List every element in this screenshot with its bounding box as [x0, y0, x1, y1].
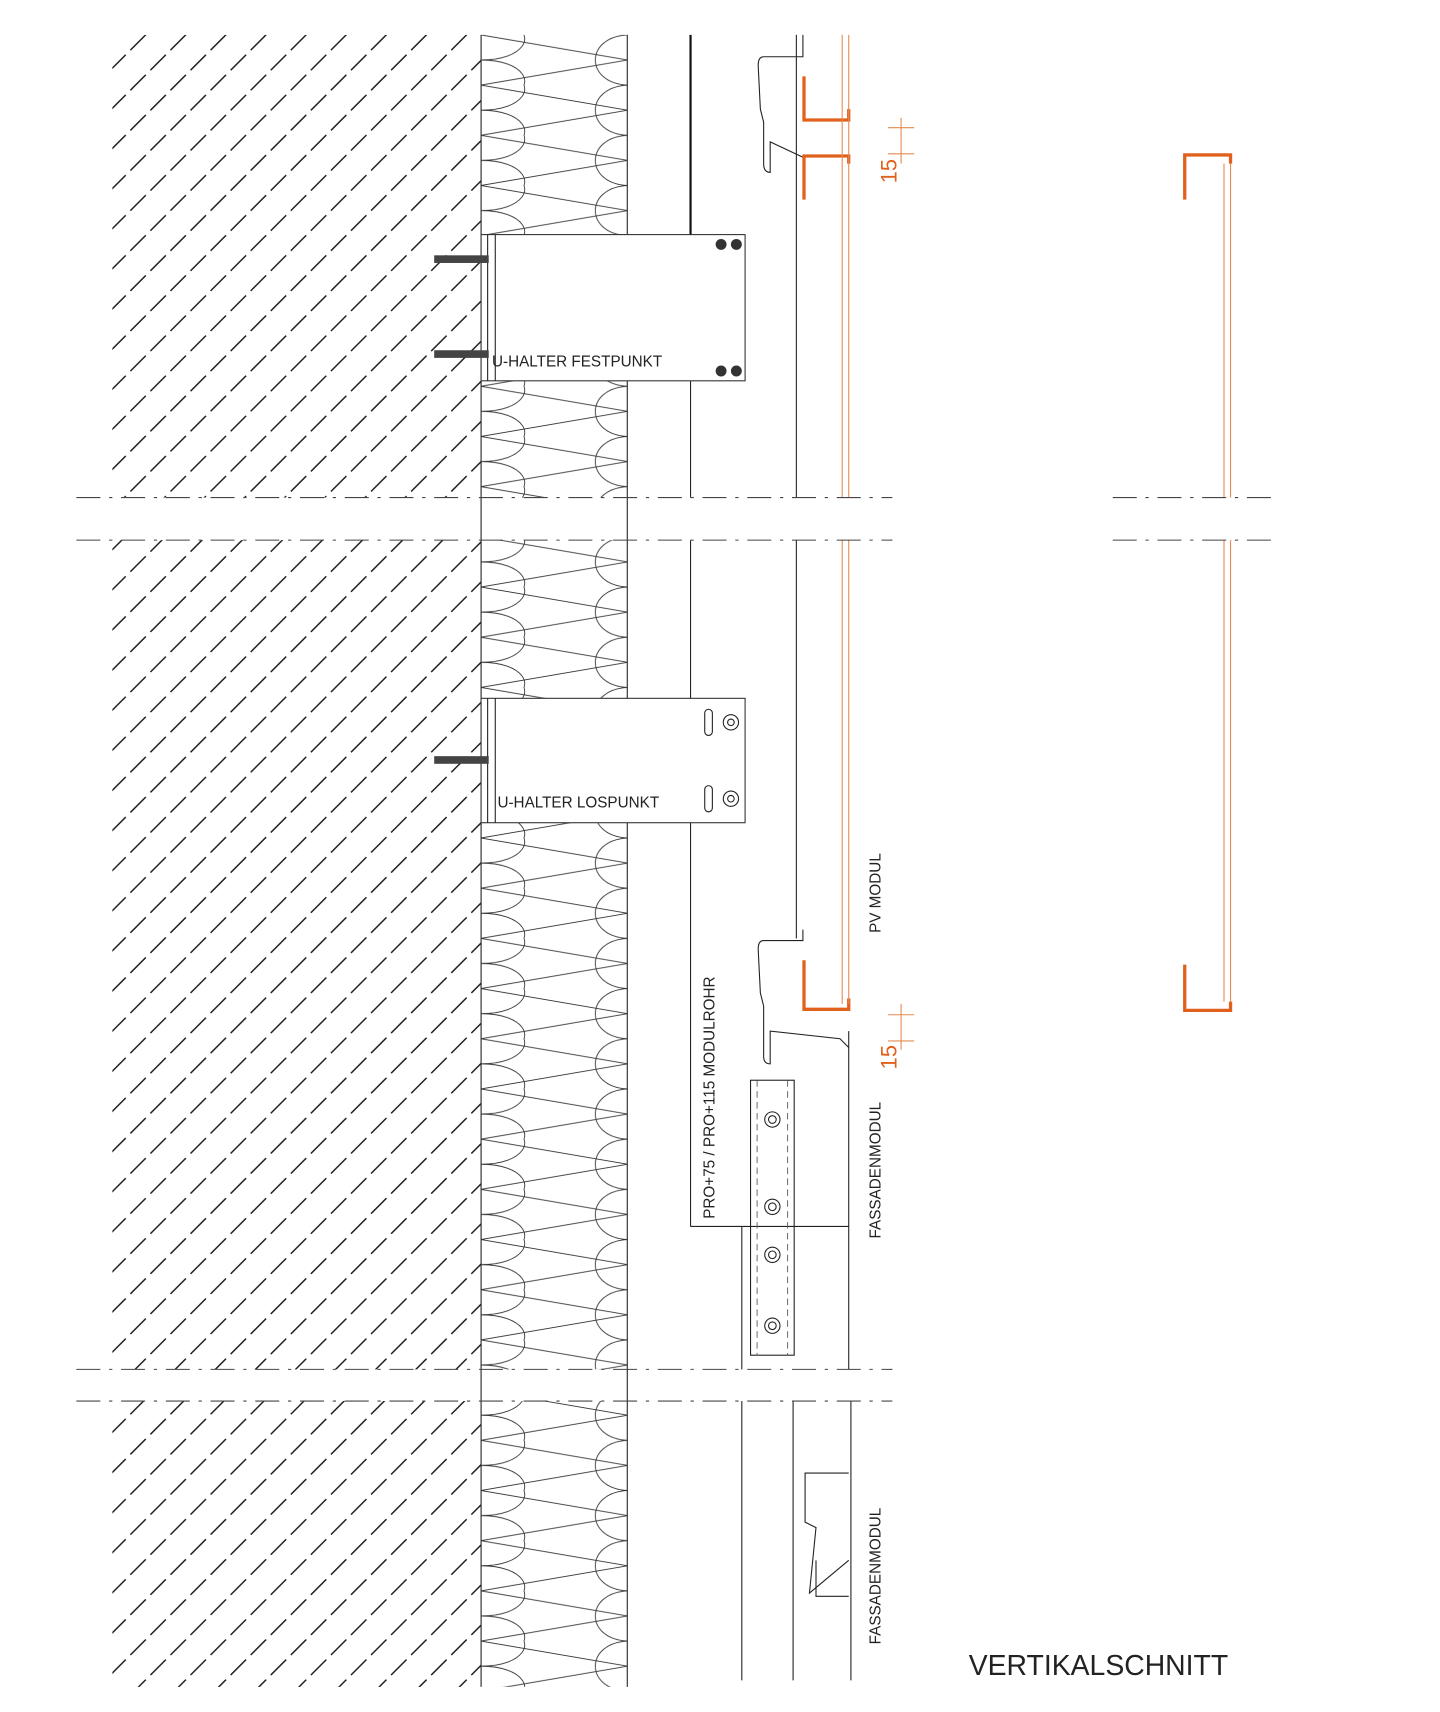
- insulation-layer: [481, 34, 628, 1687]
- substructure: [689, 34, 852, 1681]
- dimension-label: 15: [877, 159, 902, 183]
- u-bracket-loose-point: U-HALTER LOSPUNKT: [434, 697, 746, 824]
- fassadenmodul-label: FASSADENMODUL: [867, 1508, 884, 1645]
- modulrohr-label: PRO+75 / PRO+115 MODULROHR: [702, 976, 719, 1218]
- dimension-15-top: 15: [877, 117, 915, 183]
- lospunkt-label: U-HALTER LOSPUNKT: [497, 794, 659, 811]
- dimension-label: 15: [877, 1045, 902, 1069]
- drawing-title: VERTIKALSCHNITT: [969, 1650, 1228, 1682]
- pv-module-label: PV MODUL: [867, 853, 884, 933]
- festpunkt-label: U-HALTER FESTPUNKT: [492, 354, 662, 371]
- u-bracket-fixed-point: U-HALTER FESTPUNKT: [434, 234, 746, 382]
- dimension-15-bottom: 15: [877, 1003, 915, 1069]
- pv-module-profile: [802, 34, 1233, 1013]
- screw-icon: [764, 1111, 781, 1334]
- concrete-wall: [112, 34, 482, 1687]
- section-break-lines: [76, 497, 1272, 1402]
- fassadenmodul-label: FASSADENMODUL: [867, 1102, 884, 1239]
